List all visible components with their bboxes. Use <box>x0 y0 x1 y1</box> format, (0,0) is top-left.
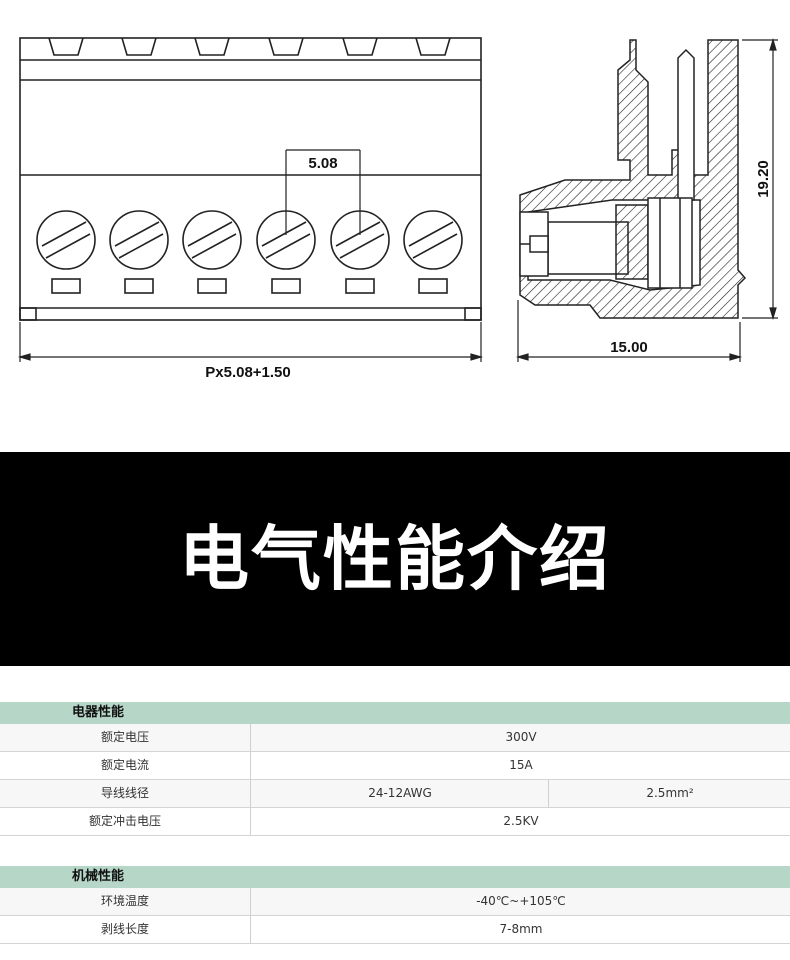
wire-hole-icon <box>51 278 81 294</box>
side-contact-block <box>647 197 693 289</box>
spec-label: 导线线径 <box>0 780 251 807</box>
spec-label: 额定电流 <box>0 752 251 779</box>
wire-hole-icon <box>124 278 154 294</box>
screw-head-icon <box>109 210 169 270</box>
side-clamp-spring <box>615 204 649 280</box>
screw-slot-line <box>339 233 385 259</box>
table-row: 额定电压 300V <box>0 724 790 752</box>
spec-value: -40℃~+105℃ <box>476 894 566 908</box>
screw-slot-line <box>41 221 87 247</box>
screw-slot-line <box>118 233 164 259</box>
spec-value: 15A <box>509 758 533 772</box>
table-row: 环境温度 -40℃~+105℃ <box>0 888 790 916</box>
screw-head-icon <box>36 210 96 270</box>
spec-label: 额定冲击电压 <box>0 808 251 835</box>
screw-slot-line <box>191 233 237 259</box>
spec-value-awg: 24-12AWG <box>252 780 549 807</box>
height-dimension-label: 19.20 <box>755 160 772 198</box>
front-foot-right <box>464 307 482 321</box>
screw-slot-line <box>335 221 381 247</box>
width-dimension-label: Px5.08+1.50 <box>205 364 291 381</box>
screw-head-icon <box>182 210 242 270</box>
screw-slot-line <box>261 221 307 247</box>
table-row: 剥线长度 7-8mm <box>0 916 790 944</box>
spec-value: 7-8mm <box>499 922 543 936</box>
table-row: 额定冲击电压 2.5KV <box>0 808 790 836</box>
electrical-spec-table: 电器性能 额定电压 300V 额定电流 15A 导线线径 24-12AWG 2.… <box>0 702 790 836</box>
wire-hole-icon <box>345 278 375 294</box>
spec-label: 剥线长度 <box>0 916 251 943</box>
front-notch <box>194 37 230 56</box>
table-row: 额定电流 15A <box>0 752 790 780</box>
technical-drawing: 5.08 Px5.08+1.50 <box>0 0 790 450</box>
mechanical-spec-header: 机械性能 <box>0 866 790 888</box>
depth-dimension-label: 15.00 <box>610 339 648 356</box>
section-banner: 电气性能介绍 <box>0 452 790 666</box>
mechanical-spec-table: 机械性能 环境温度 -40℃~+105℃ 剥线长度 7-8mm <box>0 866 790 944</box>
spec-value-mm2: 2.5mm² <box>646 786 694 800</box>
table-row: 导线线径 24-12AWG 2.5mm² <box>0 780 790 808</box>
width-dimension <box>17 322 484 362</box>
banner-title: 电气性能介绍 <box>179 518 611 600</box>
pitch-dimension-label: 5.08 <box>308 155 337 172</box>
front-view <box>19 37 482 321</box>
side-pin <box>677 48 695 201</box>
front-notch <box>48 37 84 56</box>
front-view-outline <box>19 37 482 321</box>
drawing-canvas: 5.08 Px5.08+1.50 <box>17 37 778 381</box>
front-notches <box>48 37 451 56</box>
wire-hole-icon <box>418 278 448 294</box>
front-wire-holes <box>51 278 448 294</box>
depth-dimension <box>515 300 743 362</box>
screw-head-icon <box>403 210 463 270</box>
front-notch <box>415 37 451 56</box>
spec-label: 额定电压 <box>0 724 251 751</box>
spec-label: 环境温度 <box>0 888 251 915</box>
electrical-spec-header: 电器性能 <box>0 702 790 724</box>
screw-slot-line <box>45 233 91 259</box>
pitch-dimension <box>285 149 361 235</box>
screw-slot-line <box>114 221 160 247</box>
front-notch <box>121 37 157 56</box>
side-screw-slot <box>529 235 549 253</box>
front-notch <box>342 37 378 56</box>
screw-slot-line <box>412 233 458 259</box>
wire-hole-icon <box>271 278 301 294</box>
screw-slot-line <box>187 221 233 247</box>
height-dimension <box>742 37 778 321</box>
screw-slot-line <box>408 221 454 247</box>
screw-slot-line <box>265 233 311 259</box>
spec-value: 2.5KV <box>503 814 539 828</box>
front-notch <box>268 37 304 56</box>
front-foot-left <box>19 307 37 321</box>
spec-value: 300V <box>505 730 537 744</box>
front-screws <box>36 210 463 270</box>
side-view <box>519 39 747 319</box>
wire-hole-icon <box>197 278 227 294</box>
